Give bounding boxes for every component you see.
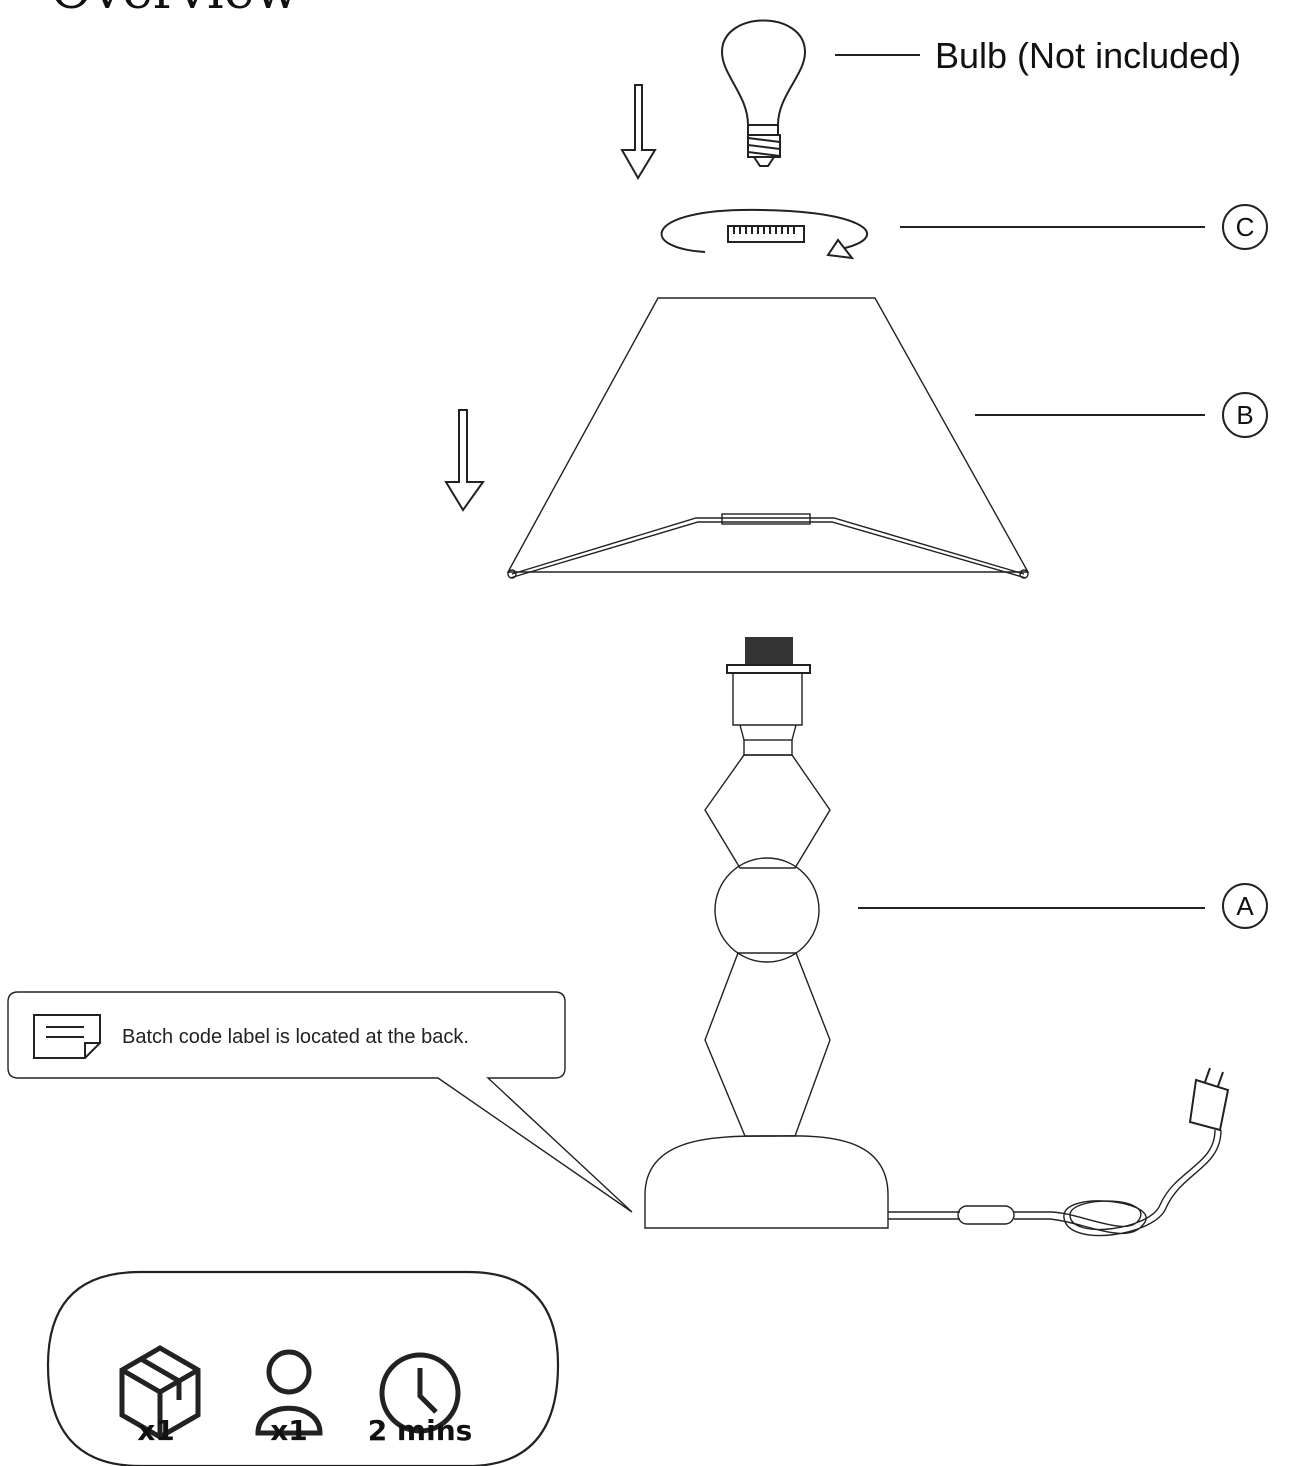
part-b-badge: B [1222, 392, 1268, 438]
switch-icon [957, 1205, 1015, 1225]
clock-icon [379, 1352, 461, 1434]
shade-b-illustration [506, 297, 1030, 579]
page-title: Overview [50, 0, 299, 21]
assembly-info-panel: x1 x1 2 mins [46, 1270, 560, 1466]
person-icon [255, 1349, 323, 1436]
batch-code-callout: Batch code label is located at the back. [7, 991, 633, 1213]
lamp-base-a-illustration [644, 637, 1230, 1237]
down-arrow-icon [444, 409, 485, 512]
bulb-label: Bulb (Not included) [935, 35, 1241, 76]
down-arrow-icon [620, 84, 657, 180]
ring-c-illustration [660, 208, 868, 260]
bulb-illustration [720, 19, 807, 167]
stat-person-label: x1 [270, 1414, 308, 1447]
part-c-badge: C [1222, 204, 1268, 250]
stat-box-label: x1 [137, 1414, 175, 1447]
stat-time-label: 2 mins [368, 1414, 473, 1447]
part-a-letter: A [1236, 891, 1254, 921]
part-a-badge: A [1222, 883, 1268, 929]
box-icon [119, 1345, 201, 1440]
plug-icon [1188, 1078, 1230, 1132]
part-b-letter: B [1236, 400, 1253, 430]
batch-code-text: Batch code label is located at the back. [122, 1026, 469, 1048]
rotate-arrow-icon [826, 238, 855, 260]
part-c-letter: C [1236, 212, 1255, 242]
bulb-thread [747, 134, 781, 167]
note-icon [33, 1014, 101, 1059]
